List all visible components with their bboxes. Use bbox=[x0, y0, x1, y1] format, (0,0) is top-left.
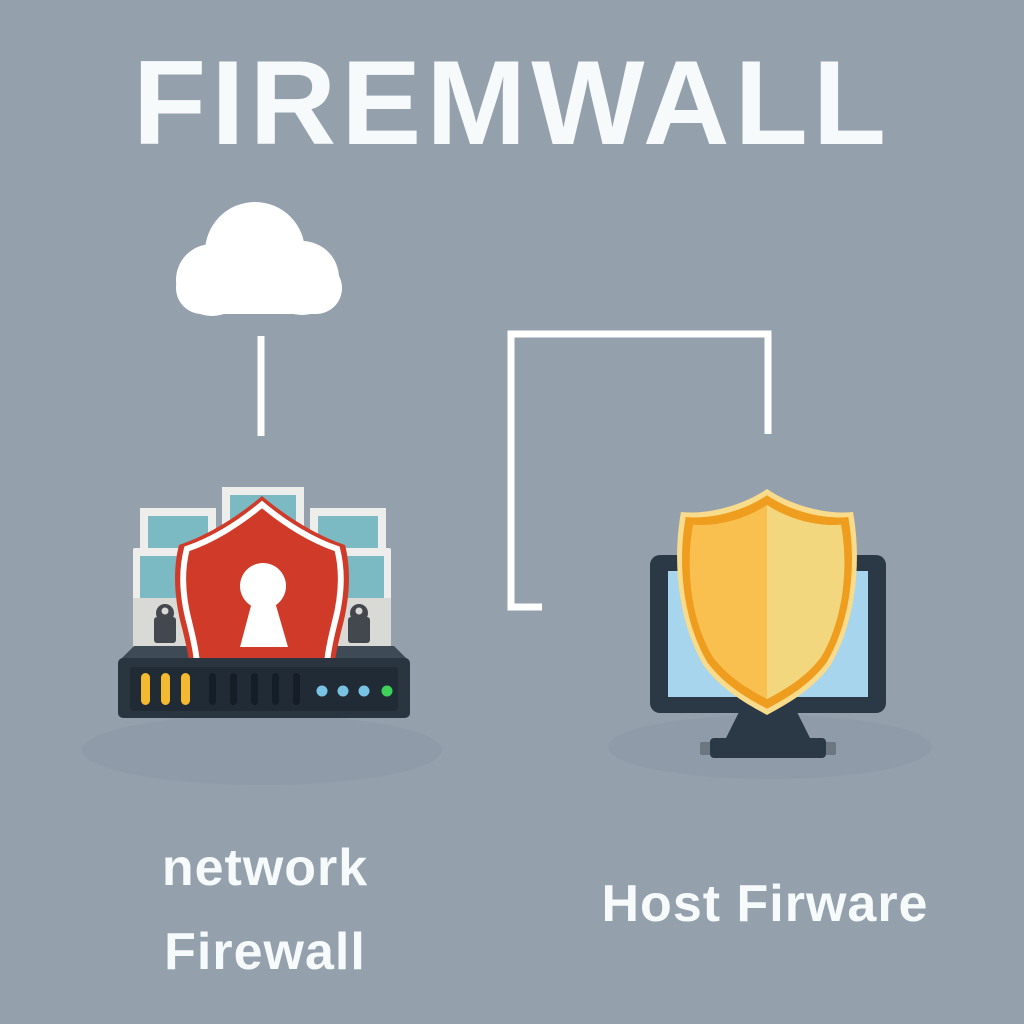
cloud-icon bbox=[176, 202, 342, 316]
host-firewall-label: Host Firware bbox=[601, 875, 929, 933]
server-rack-front bbox=[118, 658, 410, 718]
page-title: FIREMWALL bbox=[132, 36, 892, 170]
network-firewall-label-line2: Firewall bbox=[164, 923, 366, 981]
network-firewall-icon bbox=[118, 487, 410, 718]
rack-status-dot-blue bbox=[316, 685, 328, 697]
rack-led-bar bbox=[141, 673, 150, 705]
rack-vent-slot bbox=[230, 673, 237, 705]
rack-status-dot-blue bbox=[358, 685, 370, 697]
network-firewall-label-line1: network bbox=[161, 839, 369, 897]
rack-vent-slot bbox=[293, 673, 300, 705]
rack-vent-slot bbox=[251, 673, 258, 705]
rack-vent-slot bbox=[272, 673, 279, 705]
keyhole-icon bbox=[240, 563, 288, 647]
rack-led-bar bbox=[181, 673, 190, 705]
rack-status-dot-blue bbox=[337, 685, 349, 697]
network-firewall-label: network Firewall bbox=[85, 826, 445, 994]
host-firewall-icon bbox=[650, 489, 886, 758]
padlock-icon bbox=[348, 604, 370, 643]
padlock-icon bbox=[154, 604, 176, 643]
bracket-connector-line bbox=[507, 330, 772, 611]
rack-vent-slot bbox=[209, 673, 216, 705]
monitor-stand-neck bbox=[724, 710, 812, 742]
rack-status-dot-green bbox=[381, 685, 393, 697]
red-shield-icon bbox=[175, 496, 349, 670]
rack-led-bar bbox=[161, 673, 170, 705]
monitor-base bbox=[710, 738, 826, 758]
network-icon-shadow bbox=[82, 715, 442, 785]
